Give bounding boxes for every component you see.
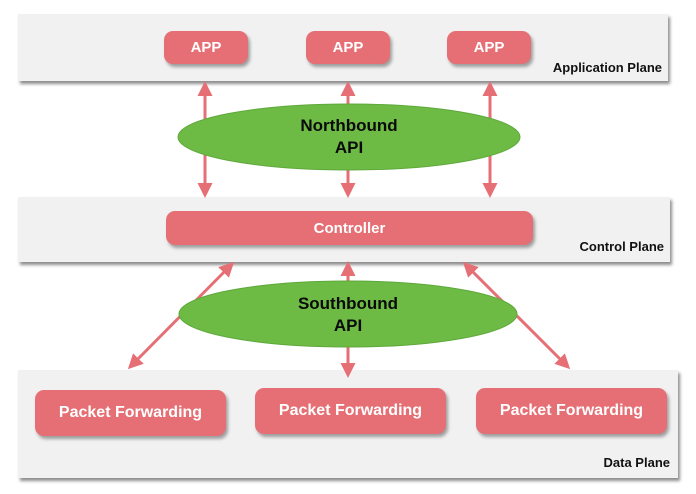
southbound-api-label: Southbound API (248, 293, 448, 337)
northbound-api-label: Northbound API (249, 115, 449, 159)
packet-forwarding-box-2[interactable]: Packet Forwarding (255, 388, 446, 434)
app-label: APP (332, 39, 364, 56)
packet-forwarding-label: Packet Forwarding (499, 402, 644, 419)
controller-box[interactable]: Controller (166, 211, 533, 245)
controller-label: Controller (313, 219, 386, 237)
data-plane-label: Data Plane (603, 455, 670, 470)
northbound-line2: API (334, 138, 364, 157)
app-box-3[interactable]: APP (447, 31, 531, 64)
northbound-api-ellipse (177, 103, 521, 171)
southbound-line1: Southbound (297, 294, 399, 313)
southbound-line2: API (333, 316, 363, 335)
app-label: APP (473, 39, 505, 56)
southbound-api-ellipse (178, 280, 518, 348)
app-box-2[interactable]: APP (306, 31, 390, 64)
packet-forwarding-label: Packet Forwarding (58, 404, 203, 421)
northbound-line1: Northbound (300, 116, 398, 135)
control-plane-label: Control Plane (579, 239, 664, 254)
packet-forwarding-box-3[interactable]: Packet Forwarding (476, 388, 667, 434)
packet-forwarding-box-1[interactable]: Packet Forwarding (35, 390, 226, 436)
app-label: APP (190, 39, 222, 56)
application-plane-label: Application Plane (552, 60, 662, 75)
app-box-1[interactable]: APP (164, 31, 248, 64)
packet-forwarding-label: Packet Forwarding (278, 402, 423, 419)
